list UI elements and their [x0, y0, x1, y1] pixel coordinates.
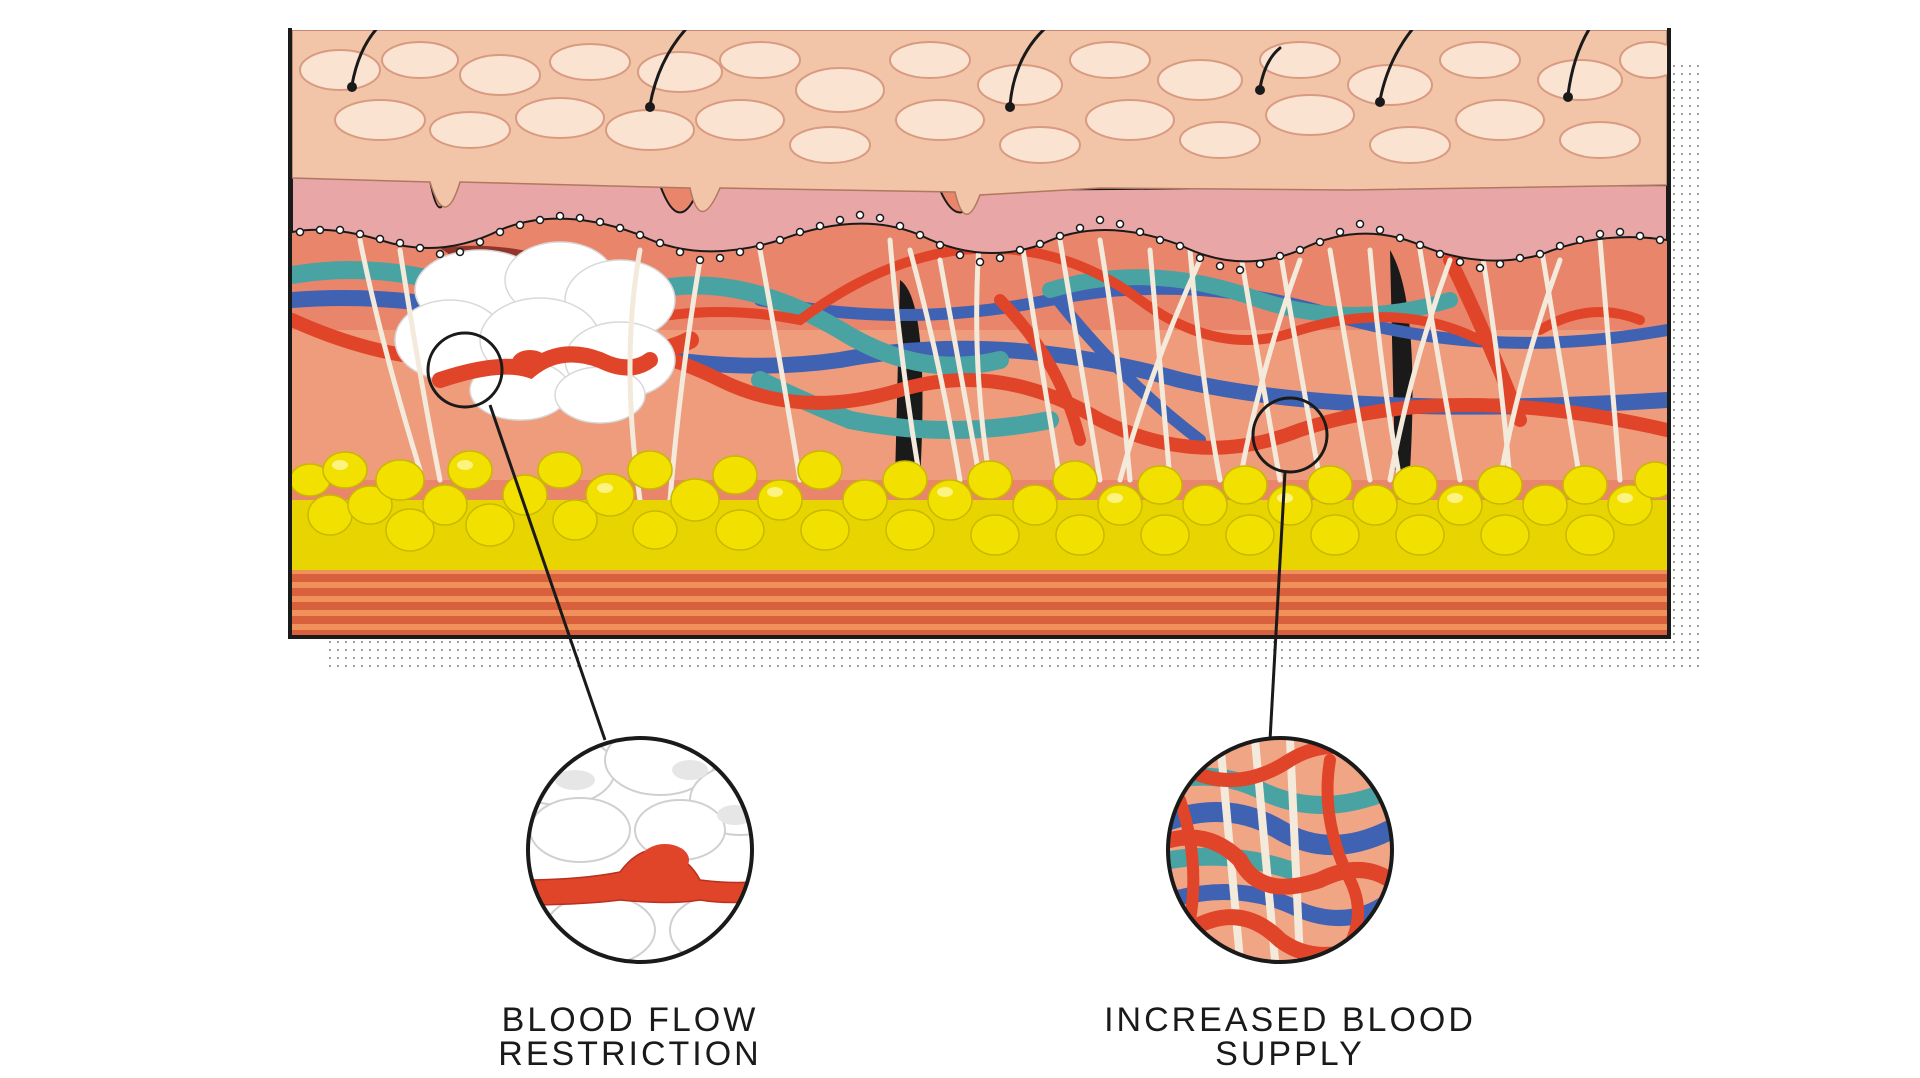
indicator-circle-left: [426, 331, 504, 409]
caption-left-line2: RESTRICTION: [498, 1035, 762, 1073]
leader-line-left: [488, 404, 607, 741]
hair-follicles: [350, 30, 1591, 107]
leader-line-right: [1268, 471, 1287, 741]
nerve-fibers: [357, 227, 1623, 503]
caption-blood-flow-restriction: BLOOD FLOW RESTRICTION: [420, 1003, 840, 1071]
block-outline: [288, 28, 1671, 639]
caption-right-line1: INCREASED BLOOD: [1104, 1001, 1476, 1039]
skin-block: [292, 30, 1667, 635]
indicator-circle-right: [1251, 396, 1329, 474]
caption-right-line2: SUPPLY: [1215, 1035, 1365, 1073]
caption-increased-blood-supply: INCREASED BLOOD SUPPLY: [1060, 1003, 1520, 1071]
muscle-layer: [292, 560, 1667, 635]
basal-cell-dots: [295, 210, 1665, 275]
magnified-view-right: [1166, 736, 1394, 964]
magnified-view-left: [526, 736, 754, 964]
epidermis-cells: [299, 41, 1667, 164]
drop-shadow: [325, 60, 1705, 672]
caption-left-line1: BLOOD FLOW: [501, 1001, 759, 1039]
